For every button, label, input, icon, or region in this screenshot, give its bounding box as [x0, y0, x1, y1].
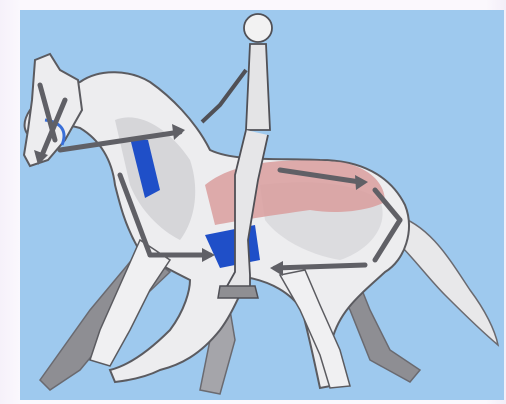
horse-illustration	[20, 10, 504, 400]
stirrup	[218, 286, 258, 298]
illustration-panel	[20, 10, 504, 400]
tail	[395, 215, 498, 345]
